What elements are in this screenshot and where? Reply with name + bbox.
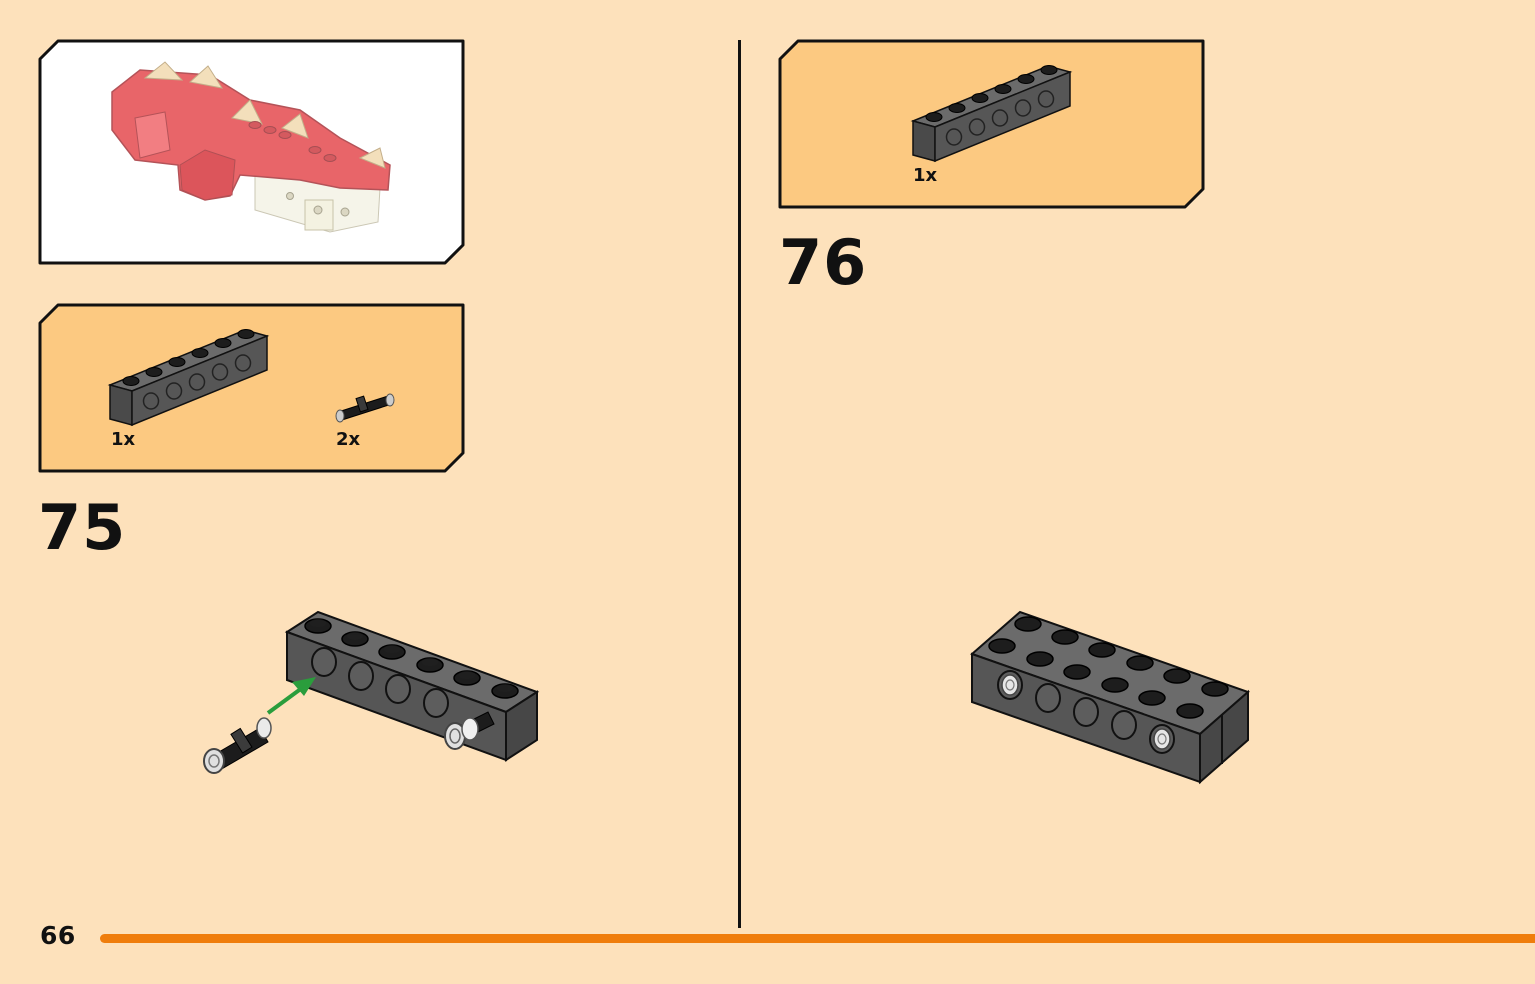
step-75-part-1-quantity: 1x <box>111 429 136 450</box>
step-76-number: 76 <box>779 226 868 299</box>
step-75-part-2-quantity: 2x <box>336 429 361 450</box>
page-progress-bar <box>100 934 1535 943</box>
step-75-number: 75 <box>38 491 127 564</box>
step-76-part-1-quantity: 1x <box>913 165 938 186</box>
page-number: 66 <box>40 921 76 950</box>
column-divider <box>738 40 741 928</box>
